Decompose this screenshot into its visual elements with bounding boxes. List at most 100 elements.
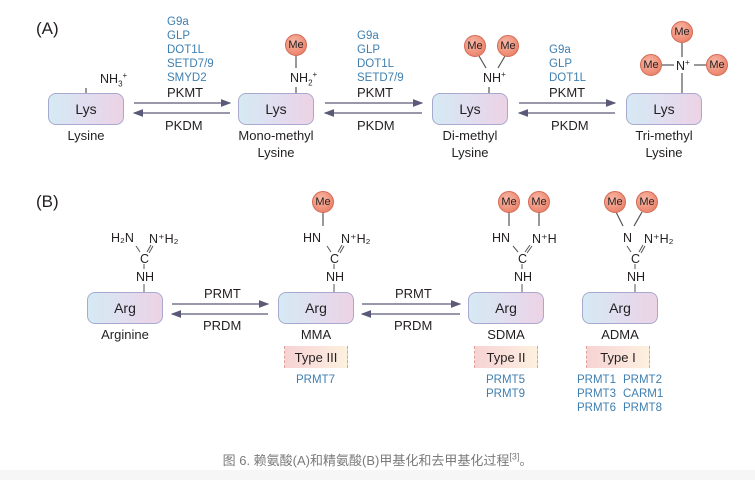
bond-line <box>633 211 643 227</box>
enzyme-name: PRMT1 <box>577 374 616 386</box>
state-name: MMA <box>300 327 332 342</box>
state-name: ADMA <box>601 327 639 342</box>
enzyme-name: G9a <box>167 16 189 28</box>
methyl-group-icon: Me <box>671 21 693 43</box>
enzyme-name: GLP <box>549 58 573 70</box>
arg-residue-box: Arg <box>87 292 163 324</box>
bond-line <box>478 55 487 69</box>
footer-band <box>0 470 755 480</box>
enzyme-name: SMYD2 <box>167 72 207 84</box>
residue-label: Arg <box>495 300 517 316</box>
lys-residue-box: Lys <box>238 93 314 125</box>
guanidino-left-group: HN <box>303 231 322 245</box>
enzyme-list: PRMT5 PRMT9 <box>486 373 525 401</box>
carbon-atom: C <box>140 252 150 266</box>
state-name-line: Lysine <box>645 145 683 160</box>
methyl-group-icon: Me <box>604 191 626 213</box>
forward-enzyme-label: PRMT <box>204 286 241 301</box>
residue-label: Lys <box>653 101 675 117</box>
enzyme-list: G9a GLP DOT1L SETD7/9 <box>357 29 404 85</box>
bond-line <box>615 211 624 227</box>
lys-residue-box: Lys <box>48 93 124 125</box>
state-name-line: Lysine <box>451 145 489 160</box>
caption-reference[interactable]: [3] <box>509 451 520 462</box>
nh-group: NH <box>627 270 646 284</box>
bond-line <box>626 245 632 253</box>
state-name: Arginine <box>101 327 149 342</box>
enzyme-name: DOT1L <box>549 72 587 84</box>
residue-label: Lys <box>75 101 97 117</box>
arg-residue-box: Arg <box>468 292 544 324</box>
guanidino-right-group: N⁺H₂ <box>644 232 674 246</box>
amine-group: NH3+ <box>100 71 128 89</box>
reverse-enzyme-label: PKDM <box>551 118 589 133</box>
state-name: Di-methyl Lysine <box>420 127 520 161</box>
panel-b-label: (B) <box>36 192 59 211</box>
bond-line <box>524 244 531 253</box>
state-name-line: Di-methyl <box>442 128 498 143</box>
reverse-enzyme-label: PRDM <box>394 318 433 333</box>
residue-label: Lys <box>459 101 481 117</box>
amine-group: N+ <box>676 58 690 74</box>
caption-text: 图 6. 赖氨酸(A)和精氨酸(B)甲基化和去甲基化过程 <box>222 453 510 468</box>
carbon-atom: C <box>518 252 528 266</box>
reverse-enzyme-label: PRDM <box>203 318 242 333</box>
state-name: Lysine <box>67 128 105 143</box>
figure-caption: 图 6. 赖氨酸(A)和精氨酸(B)甲基化和去甲基化过程[3]。 <box>0 450 755 469</box>
reverse-enzyme-label: PKDM <box>357 118 395 133</box>
guanidino-right-group: N⁺H₂ <box>149 232 179 246</box>
nh-group: NH <box>136 270 155 284</box>
nh-group: NH <box>326 270 345 284</box>
guanidino-right-group: N⁺H <box>532 232 557 246</box>
state-name-line: Tri-methyl <box>635 128 693 143</box>
state-name-line: Lysine <box>257 145 295 160</box>
enzyme-name: PRMT9 <box>486 388 525 400</box>
enzyme-name: PRMT6 <box>577 402 616 414</box>
lys-residue-box: Lys <box>432 93 508 125</box>
enzyme-list: G9a GLP DOT1L <box>549 43 586 85</box>
enzyme-name: PRMT3 <box>577 388 616 400</box>
enzyme-name: DOT1L <box>357 58 395 70</box>
methyltransferase-type-badge: Type III <box>284 346 348 368</box>
enzyme-name: SETD7/9 <box>357 72 404 84</box>
forward-enzyme-label: PKMT <box>357 85 394 100</box>
bond-line <box>135 245 141 253</box>
enzyme-name: GLP <box>167 30 191 42</box>
methyltransferase-type-badge: Type II <box>474 346 538 368</box>
bond-line <box>146 244 152 253</box>
enzyme-name: PRMT2 <box>622 374 662 386</box>
methyl-group-icon: Me <box>636 191 658 213</box>
carbon-atom: C <box>631 252 641 266</box>
enzyme-list: PRMT1 PRMT2 PRMT3 CARM1 PRMT6 PRMT8 <box>577 373 663 415</box>
enzyme-name: PRMT7 <box>296 374 335 386</box>
methyltransferase-type-badge: Type I <box>586 346 650 368</box>
state-name: SDMA <box>487 327 525 342</box>
bond-line <box>326 245 332 253</box>
arg-residue-box: Arg <box>278 292 354 324</box>
enzyme-name: GLP <box>357 44 381 56</box>
enzyme-name: G9a <box>549 44 571 56</box>
enzyme-name: PRMT8 <box>622 402 662 414</box>
residue-label: Arg <box>609 300 631 316</box>
residue-label: Arg <box>114 300 136 316</box>
residue-label: Arg <box>305 300 327 316</box>
enzyme-list: G9a GLP DOT1L SETD7/9 SMYD2 <box>167 15 214 85</box>
forward-enzyme-label: PKMT <box>549 85 586 100</box>
methyl-group-icon: Me <box>498 191 520 213</box>
enzyme-name: PRMT5 <box>486 374 525 386</box>
reverse-enzyme-label: PKDM <box>165 118 203 133</box>
forward-enzyme-label: PKMT <box>167 85 204 100</box>
panel-a-label: (A) <box>36 19 59 38</box>
bond-line <box>497 55 506 69</box>
carbon-atom: C <box>330 252 340 266</box>
guanidino-left-group: HN <box>492 231 511 245</box>
state-name-line: Mono-methyl <box>238 128 314 143</box>
methyl-group-icon: Me <box>285 34 307 56</box>
enzyme-name: CARM1 <box>622 388 664 400</box>
caption-end: 。 <box>519 453 533 468</box>
methyl-group-icon: Me <box>312 191 334 213</box>
bond-line <box>640 245 646 254</box>
enzyme-name: SETD7/9 <box>167 58 214 70</box>
methyl-group-icon: Me <box>640 54 662 76</box>
